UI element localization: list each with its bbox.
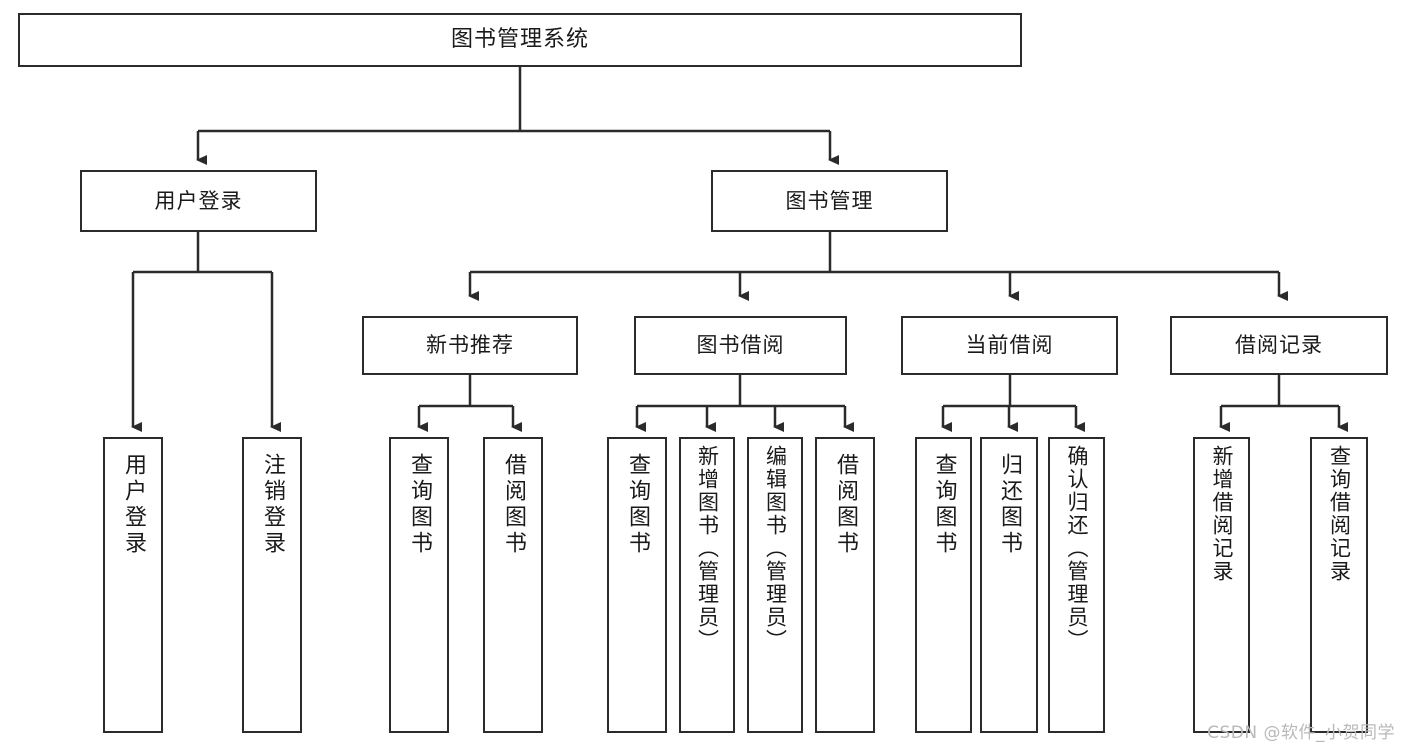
leaf-add-record[interactable]: 新增借阅记录: [1193, 437, 1250, 733]
node-book-manage[interactable]: 图书管理: [711, 170, 948, 232]
node-user-login-label: 用户登录: [154, 188, 243, 213]
leaf-add-book[interactable]: 新增图书（管理员）: [679, 437, 735, 733]
node-current-borrow[interactable]: 当前借阅: [901, 316, 1118, 375]
leaf-query-book-1[interactable]: 查询图书: [389, 437, 449, 733]
leaf-borrow-book-1[interactable]: 借阅图书: [483, 437, 543, 733]
leaf-return-book-label: 归还图书: [997, 453, 1022, 557]
leaf-query-book-2[interactable]: 查询图书: [607, 437, 667, 733]
node-current-borrow-label: 当前借阅: [965, 333, 1054, 358]
node-root-label: 图书管理系统: [450, 27, 589, 53]
leaf-query-record[interactable]: 查询借阅记录: [1310, 437, 1368, 733]
leaf-return-book[interactable]: 归还图书: [980, 437, 1038, 733]
leaf-confirm-return[interactable]: 确认归还（管理员）: [1048, 437, 1105, 733]
leaf-query-book-2-label: 查询图书: [625, 453, 650, 557]
leaf-user-login-label: 用户登录: [121, 453, 146, 557]
leaf-query-book-3-label: 查询图书: [931, 453, 957, 557]
node-root[interactable]: 图书管理系统: [18, 13, 1022, 67]
csdn-watermark: CSDN @软件_小贺同学: [1207, 723, 1395, 743]
leaf-add-record-label: 新增借阅记录: [1210, 445, 1234, 583]
leaf-user-login[interactable]: 用户登录: [103, 437, 163, 733]
node-borrow-record-label: 借阅记录: [1235, 333, 1323, 358]
leaf-borrow-book-2-label: 借阅图书: [833, 453, 858, 557]
leaf-borrow-book-1-label: 借阅图书: [501, 453, 526, 557]
node-new-book-rec[interactable]: 新书推荐: [362, 316, 578, 375]
leaf-query-record-label: 查询借阅记录: [1327, 445, 1352, 583]
node-user-login[interactable]: 用户登录: [80, 170, 317, 232]
leaf-edit-book[interactable]: 编辑图书（管理员）: [747, 437, 803, 733]
leaf-query-book-1-label: 查询图书: [407, 453, 432, 557]
node-book-borrow-label: 图书借阅: [696, 333, 785, 358]
leaf-edit-book-label: 编辑图书（管理员）: [763, 445, 788, 652]
leaf-add-book-label: 新增图书（管理员）: [695, 445, 720, 652]
leaf-query-book-3[interactable]: 查询图书: [915, 437, 972, 733]
node-book-manage-label: 图书管理: [785, 188, 874, 213]
leaf-confirm-return-label: 确认归还（管理员）: [1065, 445, 1089, 652]
leaf-borrow-book-2[interactable]: 借阅图书: [815, 437, 875, 733]
leaf-logout-login-label: 注销登录: [260, 453, 285, 557]
node-book-borrow[interactable]: 图书借阅: [634, 316, 847, 375]
node-borrow-record[interactable]: 借阅记录: [1170, 316, 1388, 375]
node-new-book-rec-label: 新书推荐: [426, 333, 514, 358]
leaf-logout-login[interactable]: 注销登录: [242, 437, 302, 733]
